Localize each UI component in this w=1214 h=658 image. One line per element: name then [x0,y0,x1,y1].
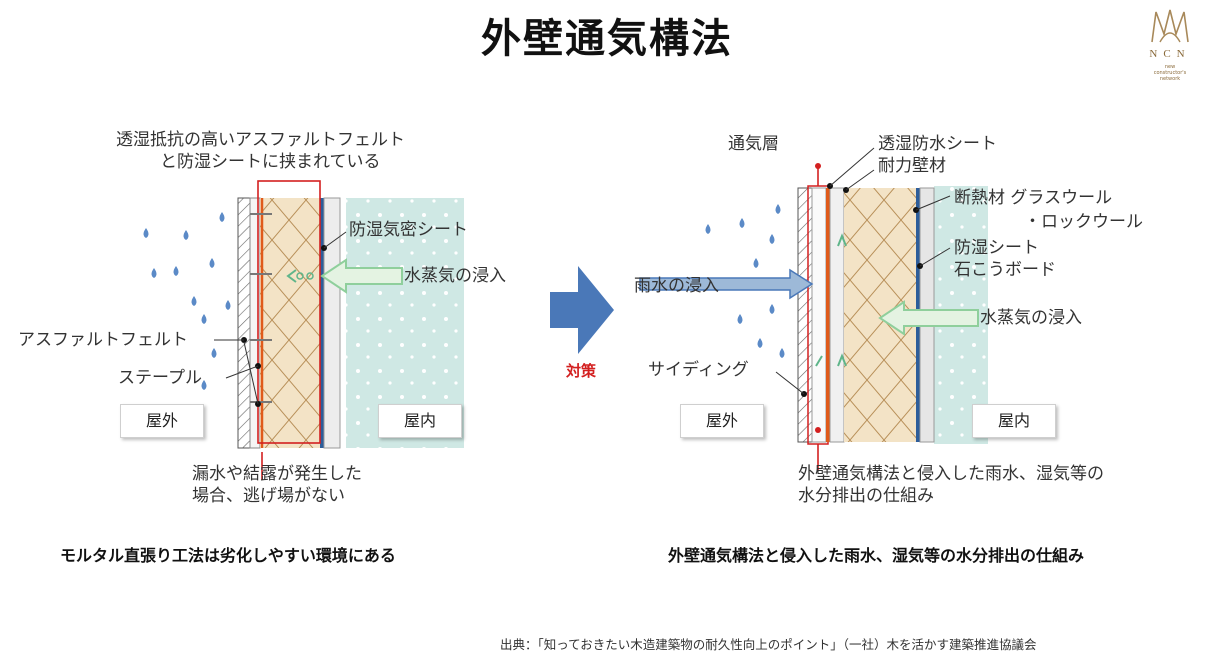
left-vapor-intrusion-label: 水蒸気の浸入 [404,266,506,286]
right-rain-arrow [639,268,814,300]
insulation-label-line2: ・ロックウール [1024,212,1143,232]
gypsum-board-label: 石こうボード [954,260,1056,280]
left-wall-section [214,180,464,480]
right-air-layer [811,187,827,443]
ncn-logo: NCN new constructor's network [1138,4,1202,94]
left-outside-box: 屋外 [120,404,204,438]
left-highlight-frame [257,180,321,444]
siding-label: サイディング [648,360,749,380]
logo-mark-icon [1151,9,1189,43]
right-inside-box: 屋内 [972,404,1056,438]
left-vapor-barrier [320,198,324,448]
right-siding-layer [797,187,813,443]
page-title: 外壁通気構法 [481,16,733,62]
right-wall-section [639,147,988,470]
right-structural-panel [829,187,845,443]
moisture-sheet-label: 防湿シート [954,238,1039,258]
left-vapor-barrier-label: 防湿気密シート [349,220,468,240]
left-vapor-arrow [320,258,403,294]
left-mortar-layer [237,197,251,449]
left-raindrops [143,212,231,390]
countermeasure-label: 対策 [566,362,597,380]
logo-letters: NCN [1149,48,1191,60]
breathable-sheet-label: 透湿防水シート [878,134,997,154]
left-bottom-line1: 漏水や結露が発生した [192,464,362,484]
source-citation: 出典：「知っておきたい木造建築物の耐久性向上のポイント」（一社）木を活かす建築推… [500,637,1037,652]
right-vapor-intrusion-label: 水蒸気の浸入 [980,308,1082,328]
left-top-label-line2: と防湿シートに挟まれている [160,152,381,172]
right-vapor-arrow [878,300,979,336]
right-outside-box: 屋外 [680,404,764,438]
insulation-label-line1: 断熱材 グラスウール [954,188,1113,208]
air-layer-label: 通気層 [728,134,779,154]
left-staple-label: ステープル [118,368,202,388]
right-raindrops [705,204,785,358]
rain-intrusion-label: 雨水の浸入 [634,276,719,296]
left-bottom-line2: 場合、逃げ場がない [192,486,345,506]
structural-panel-label: 耐力壁材 [878,156,946,176]
right-caption: 外壁通気構法と侵入した雨水、湿気等の水分排出の仕組み [668,546,1085,565]
right-bottom-line1: 外壁通気構法と侵入した雨水、湿気等の [798,464,1104,484]
countermeasure-arrow-icon [550,266,614,354]
right-breathable-sheet [826,188,830,442]
left-top-label-line1: 透湿抵抗の高いアスファルトフェルト [116,130,405,150]
left-caption: モルタル直張り工法は劣化しやすい環境にある [60,546,396,565]
right-bottom-line2: 水分排出の仕組み [798,486,934,506]
left-gypsum-board [323,197,341,449]
left-asphalt-felt-label: アスファルトフェルト [18,330,188,350]
left-inside-box: 屋内 [378,404,462,438]
left-insulation [260,198,320,448]
logo-subtitle: new constructor's network [1153,64,1187,82]
